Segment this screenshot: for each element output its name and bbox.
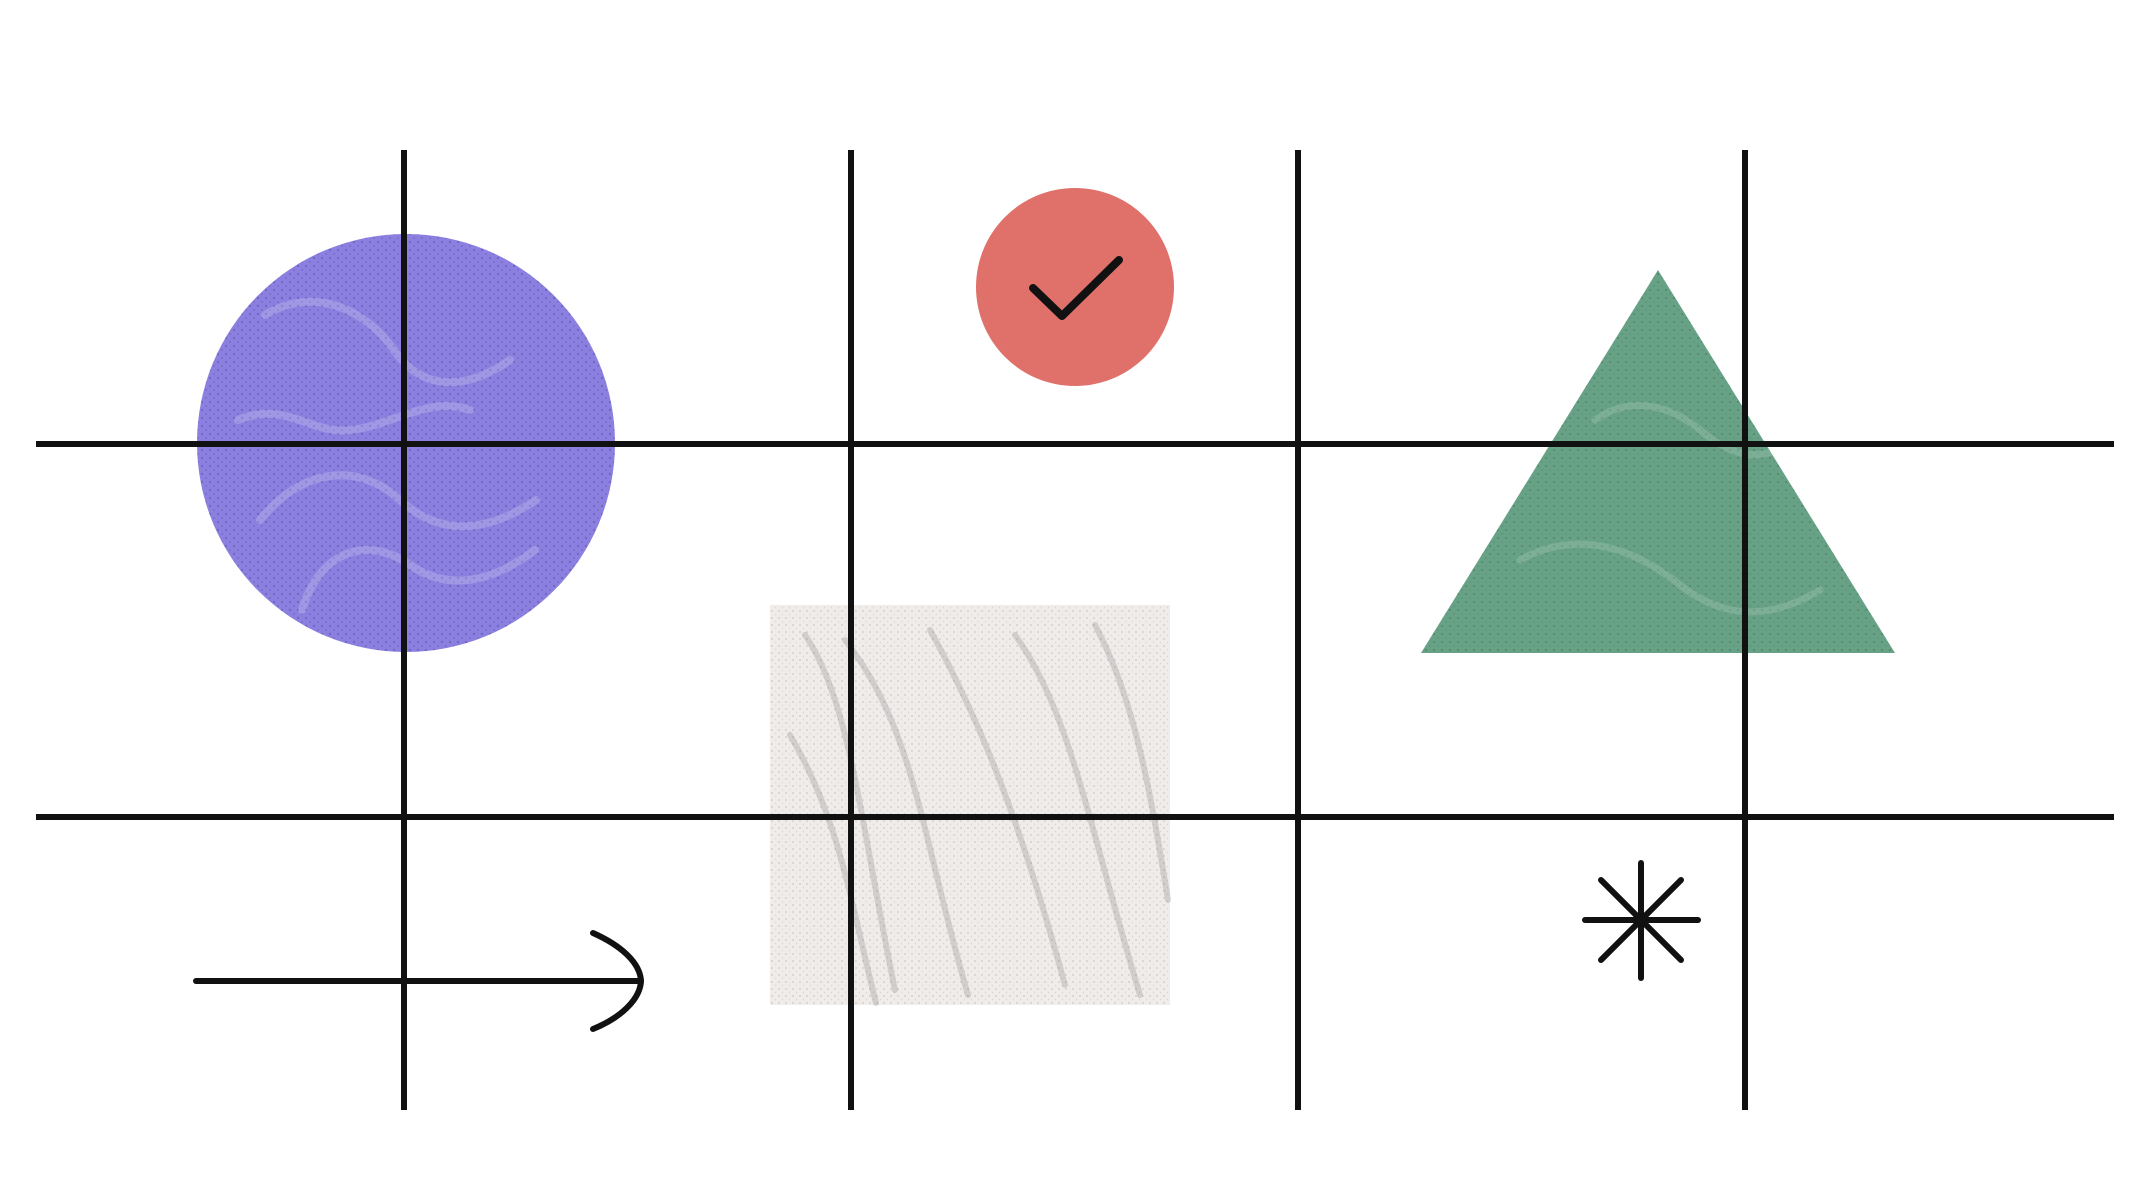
check-icon [1029,256,1123,320]
check-circle [976,188,1174,386]
arrow-right-icon [193,930,644,1032]
textured-square [770,605,1171,1006]
grid-lines [36,150,2114,1110]
asterisk-icon [1582,860,1701,981]
green-triangle [1421,270,1895,653]
